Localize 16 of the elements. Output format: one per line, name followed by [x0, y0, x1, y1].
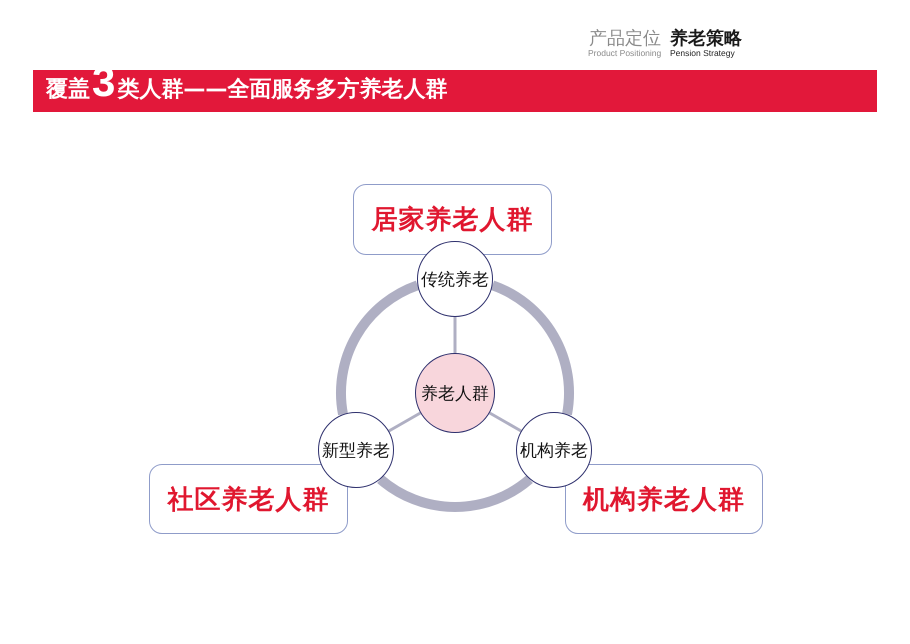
- group-box: 社区养老人群: [149, 464, 348, 534]
- section-subtitle: Product Positioning: [588, 49, 662, 59]
- center-circle: 养老人群: [415, 353, 495, 433]
- section-label: 养老策略: [670, 29, 742, 50]
- connector-line: [454, 317, 456, 353]
- type-circle: 传统养老: [417, 241, 493, 317]
- ring-arc: [490, 280, 574, 415]
- section-label: 产品定位: [589, 29, 661, 50]
- ring-arc: [377, 475, 533, 512]
- ring-arc: [336, 280, 420, 415]
- group-box: 居家养老人群: [353, 184, 552, 255]
- connector-line: [488, 412, 522, 432]
- type-circle: 新型养老: [318, 412, 394, 488]
- section-subtitle: Pension Strategy: [670, 49, 735, 59]
- connector-line: [388, 412, 422, 432]
- group-box: 机构养老人群: [565, 464, 763, 534]
